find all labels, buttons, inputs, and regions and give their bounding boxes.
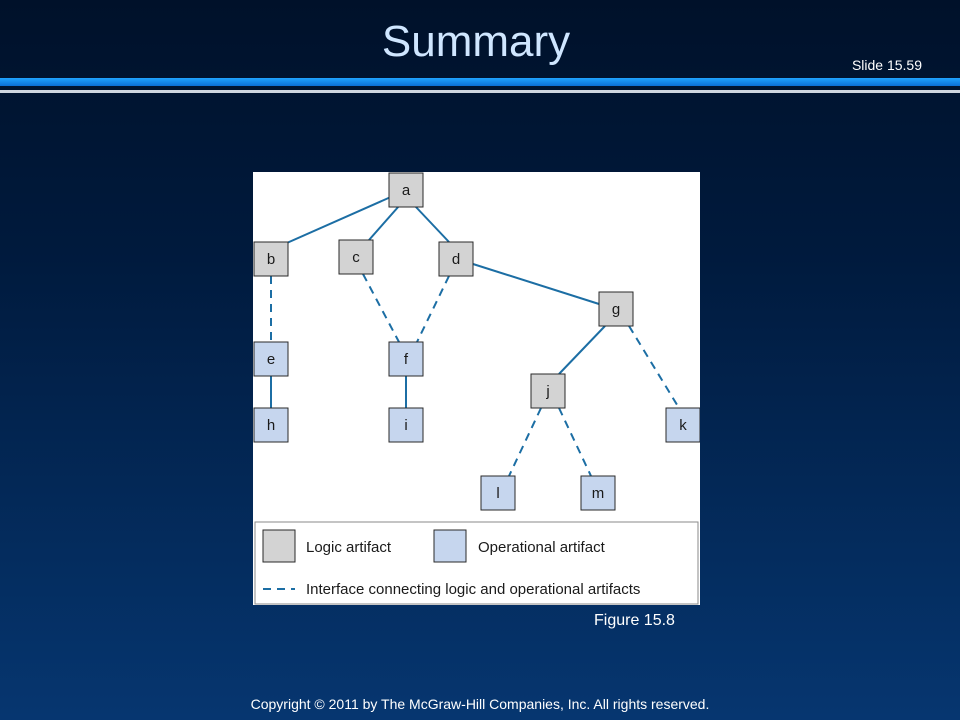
node-box-e: [253, 341, 289, 377]
figure-caption: Figure 15.8: [594, 612, 675, 629]
edge-d-g: [472, 263, 600, 305]
node-box-a: [388, 172, 424, 208]
node-box-k: [665, 407, 700, 443]
node-h: h: [253, 407, 289, 443]
node-a: a: [388, 172, 424, 208]
node-k: k: [665, 407, 700, 443]
edges-layer: [270, 195, 680, 477]
nodes-layer: a b c d e f g h i j k l m: [253, 172, 700, 511]
slide-title: Summary: [381, 17, 571, 66]
legend-interface-label: Interface connecting logic and operation…: [306, 581, 640, 598]
node-i: i: [388, 407, 424, 443]
edge-g-j: [558, 325, 606, 375]
edge-g-k: [628, 325, 680, 409]
node-box-j: [530, 373, 566, 409]
node-l: l: [480, 475, 516, 511]
node-box-f: [388, 341, 424, 377]
legend: Logic artifact Operational artifact Inte…: [254, 521, 699, 605]
node-label-j: j: [545, 383, 549, 400]
edge-a-c: [368, 205, 400, 241]
legend-logic-swatch: [262, 529, 296, 563]
edge-a-d: [414, 205, 450, 243]
node-box-h: [253, 407, 289, 443]
node-label-b: b: [267, 251, 275, 268]
node-box-g: [598, 291, 634, 327]
artifact-tree-diagram: a b c d e f g h i j k l m Logic artifact Operational…: [253, 172, 700, 605]
node-b: b: [253, 241, 289, 277]
node-box-i: [388, 407, 424, 443]
header-divider-white: [0, 90, 960, 93]
node-label-h: h: [267, 417, 275, 434]
node-c: c: [338, 239, 374, 275]
node-label-k: k: [679, 417, 687, 434]
slide-number: Slide 15.59: [851, 57, 922, 73]
node-box-b: [253, 241, 289, 277]
legend-operational-swatch: [433, 529, 467, 563]
copyright-notice: Copyright © 2011 by The McGraw-Hill Comp…: [250, 696, 710, 712]
node-label-d: d: [452, 251, 460, 268]
node-box-l: [480, 475, 516, 511]
legend-operational-label: Operational artifact: [478, 539, 606, 556]
node-box-m: [580, 475, 616, 511]
edge-j-m: [558, 407, 592, 477]
node-e: e: [253, 341, 289, 377]
node-box-c: [338, 239, 374, 275]
edge-a-b: [270, 195, 394, 251]
edge-j-l: [508, 407, 542, 477]
legend-logic-label: Logic artifact: [306, 539, 392, 556]
edge-c-f: [362, 273, 400, 343]
node-label-i: i: [404, 417, 407, 434]
node-g: g: [598, 291, 634, 327]
diagram-figure: a b c d e f g h i j k l m Logic artifact Operational…: [253, 172, 700, 605]
node-box-d: [438, 241, 474, 277]
node-label-g: g: [612, 301, 620, 318]
legend-border: [254, 521, 699, 605]
node-label-a: a: [402, 182, 411, 199]
node-label-f: f: [404, 351, 409, 368]
edge-d-f: [416, 275, 450, 343]
node-f: f: [388, 341, 424, 377]
header-divider-blue: [0, 78, 960, 86]
node-j: j: [530, 373, 566, 409]
node-m: m: [580, 475, 616, 511]
node-label-e: e: [267, 351, 275, 368]
node-label-m: m: [592, 485, 605, 502]
node-label-c: c: [352, 249, 360, 266]
node-label-l: l: [496, 485, 499, 502]
node-d: d: [438, 241, 474, 277]
